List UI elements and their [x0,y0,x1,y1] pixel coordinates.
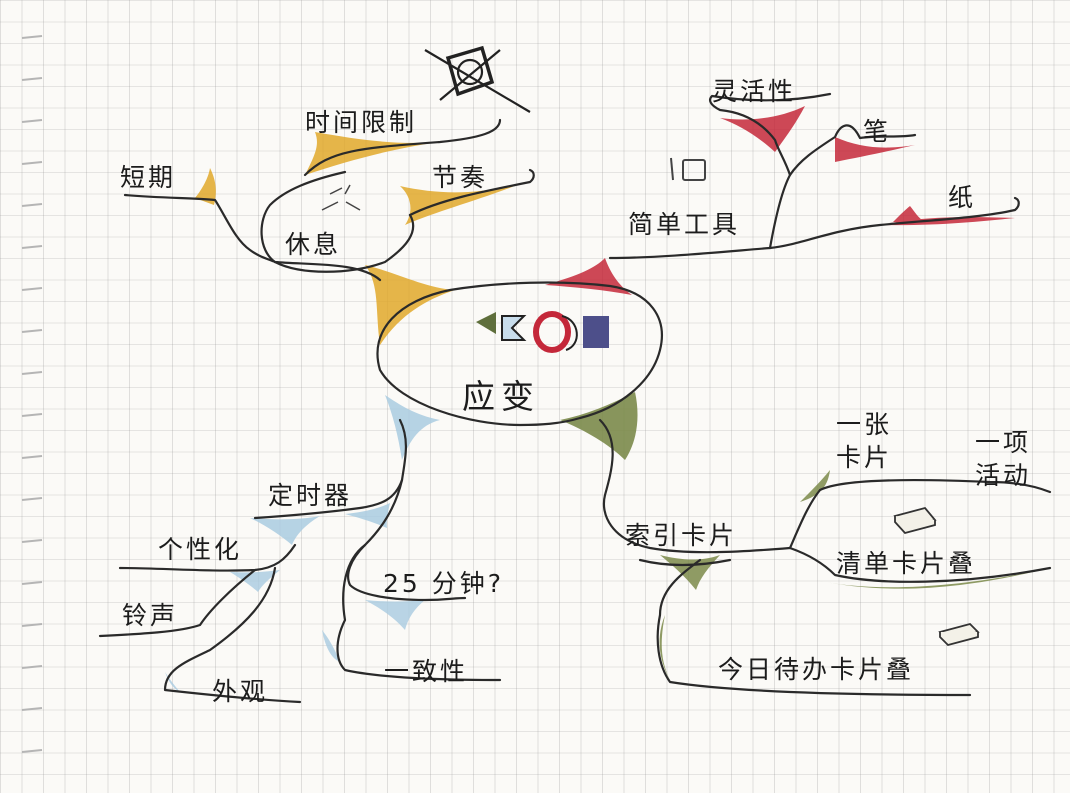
notebook-margin-ticks [21,35,43,753]
minutes-label: 25 分钟? [383,569,505,598]
rhythm-fill [400,182,525,225]
one-activity-line-2: 活动 [975,461,1032,490]
card-stack-icon [893,506,980,647]
branch-color-fills [165,106,1050,692]
flexibility-fill [720,106,805,152]
cards-line [598,418,792,554]
flexibility-label: 灵活性 [712,77,797,106]
short-term-label: 短期 [120,163,177,192]
tools-line [608,196,1020,260]
cards-main-fill [560,392,638,460]
flow-icon [476,311,609,353]
tools-main-fill [545,258,632,295]
rest-node-outline [273,213,415,273]
one-card-line-1: 一张 [836,410,893,439]
minutes-fill [365,600,425,630]
time-limit-line [303,118,502,177]
rhythm-line [408,168,535,217]
spark-icon [321,184,361,211]
time-limit-label: 时间限制 [305,108,418,137]
pen-label: 笔 [863,117,892,146]
ringtone-label: 铃声 [122,601,179,630]
timer-main-fill [385,395,440,460]
paper-fill [880,206,1015,226]
appearance-line [163,566,302,704]
flexibility-line [709,92,832,177]
rhythm-label: 节奏 [432,163,489,192]
ringtone-line [98,568,257,638]
pen-fill [835,137,915,162]
checklist-stack-label: 清单卡片叠 [836,549,977,578]
one-activity-label: 一项 活动 [975,426,1031,492]
index-cards-label: 索引卡片 [625,521,738,550]
short-line [123,193,277,264]
timer-label: 定时器 [268,481,353,510]
center-outline [376,281,663,427]
one-card-line-2: 卡片 [836,443,893,472]
rest-branch-line [260,170,382,282]
card-base-line [638,558,732,566]
personalize-line [118,543,297,572]
appearance-label: 外观 [212,677,269,706]
checklist-line [788,546,1052,583]
clock-icon [424,45,531,113]
cards-up-line [788,478,1052,550]
personalize-fill [250,516,320,545]
one-card-fill [800,470,830,502]
consistency-label: 一致性 [384,657,469,686]
pen-paper-icon [670,157,706,181]
rest-label: 休息 [285,230,342,259]
today-line [656,558,972,697]
ringtone-fill [230,570,280,592]
consistency-line [336,543,502,682]
timer-trunk-line [347,478,467,602]
center-label: 应变 [462,377,540,416]
cards-lower-fill [660,555,720,590]
today-stack-label: 今日待办卡片叠 [718,655,915,684]
personalize-label: 个性化 [158,535,243,564]
tools-vertical-line [768,124,917,250]
timer-mid-fill [345,503,390,528]
branch-ink-lines [98,92,1052,704]
one-card-label: 一张 卡片 [836,408,892,474]
timer-line [253,418,407,520]
time-limit-fill [305,132,440,175]
paper-label: 纸 [948,183,977,212]
today-fill [659,615,670,680]
short-fill [195,168,216,205]
consistency-fill [322,630,340,662]
one-activity-line-1: 一项 [975,428,1032,457]
simple-tools-label: 简单工具 [628,210,741,239]
